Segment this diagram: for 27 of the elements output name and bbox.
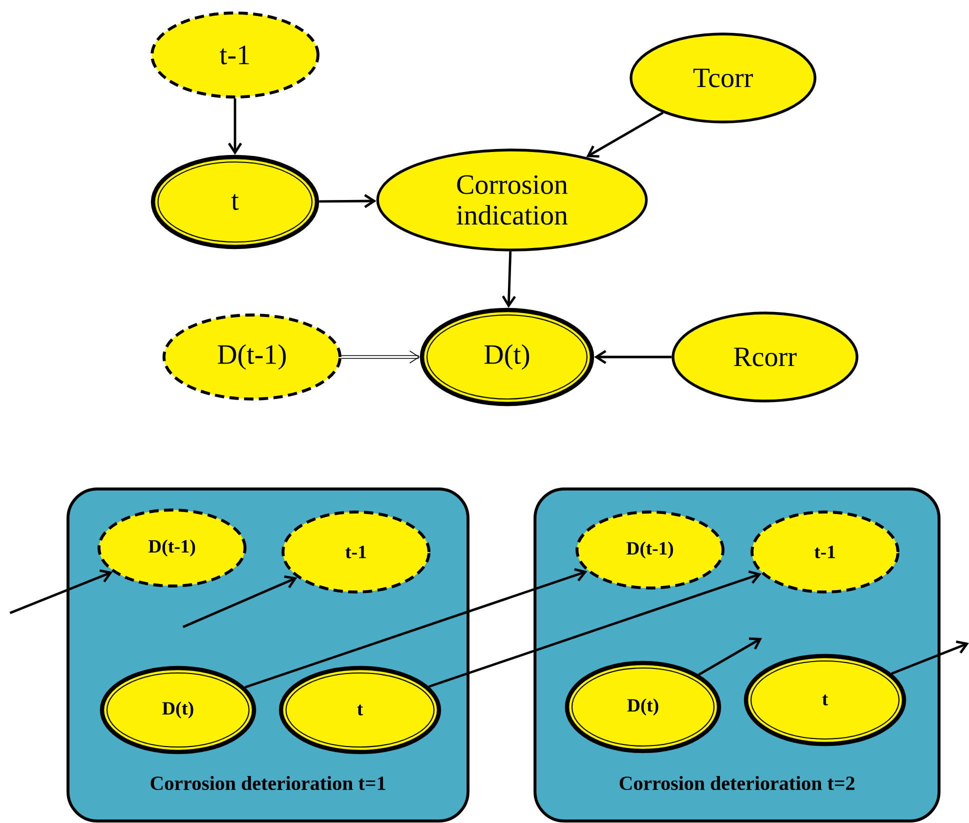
- arrow: [594, 350, 672, 364]
- ellipse-node: D(t): [420, 308, 594, 406]
- ellipse-node: D(t-1): [162, 314, 342, 400]
- arrow: [244, 568, 588, 688]
- arrow: [891, 640, 969, 675]
- ellipse-node: t-1: [282, 510, 430, 594]
- ellipse-node: D(t): [564, 660, 722, 754]
- arrow: [428, 570, 762, 688]
- arrow: [341, 350, 420, 364]
- ellipse-node: D(t-1): [576, 510, 724, 590]
- ellipse-node: t-1: [150, 12, 320, 98]
- arrow: [502, 251, 516, 308]
- arrow: [319, 194, 376, 208]
- ellipse-node: D(t-1): [98, 508, 246, 588]
- arrow: [10, 569, 113, 614]
- arrow: [698, 637, 762, 676]
- ellipse-node: Rcorr: [672, 312, 858, 402]
- arrow: [228, 98, 242, 155]
- ellipse-node: Tcorr: [630, 32, 816, 124]
- ellipse-node: t-1: [750, 510, 900, 594]
- ellipse-node: t: [744, 654, 906, 746]
- ellipse-node: t: [278, 666, 442, 754]
- ellipse-node: t: [150, 154, 320, 250]
- ellipse-node: Corrosion indication: [376, 148, 648, 252]
- arrow: [586, 112, 664, 158]
- ellipse-node: D(t): [100, 666, 256, 754]
- arrow: [182, 575, 298, 628]
